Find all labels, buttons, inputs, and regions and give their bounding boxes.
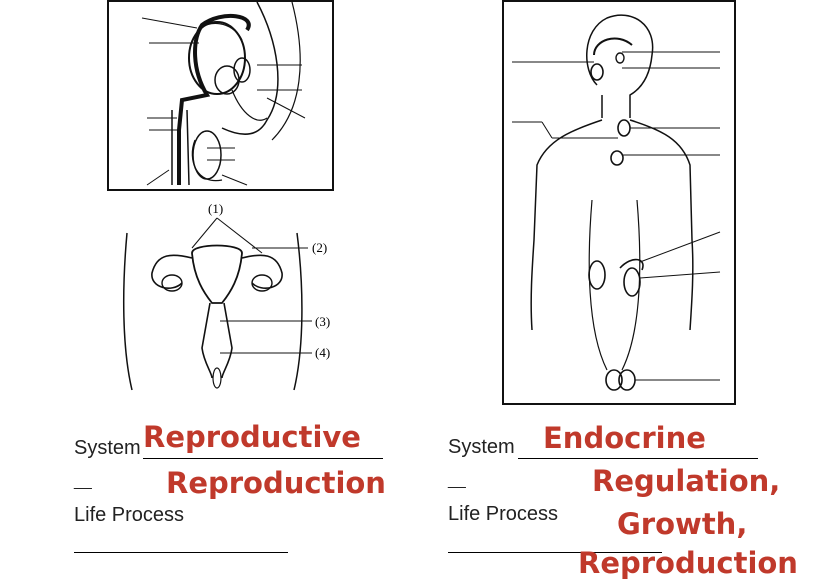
right-process-line bbox=[448, 552, 662, 553]
left-system-line bbox=[143, 458, 383, 459]
left-dash: __ bbox=[74, 473, 92, 490]
female-label-4: (4) bbox=[315, 345, 331, 360]
left-system-label: System bbox=[74, 437, 141, 459]
right-process-answer-3: Reproduction bbox=[578, 546, 798, 580]
left-process-label: Life Process bbox=[74, 504, 185, 526]
endocrine-diagram bbox=[502, 0, 737, 406]
female-label-3: (3) bbox=[315, 314, 331, 329]
right-dash: __ bbox=[448, 472, 466, 489]
left-process-answer: Reproduction bbox=[166, 466, 386, 500]
male-reproductive-diagram bbox=[107, 0, 335, 192]
female-label-2: (2) bbox=[312, 240, 328, 255]
right-process-label: Life Process bbox=[448, 503, 559, 525]
right-system-label: System bbox=[448, 436, 515, 458]
right-system-answer: Endocrine bbox=[543, 421, 706, 455]
female-reproductive-diagram: (1) (2) (3) (4) bbox=[112, 198, 344, 394]
right-process-answer-2: Growth, bbox=[617, 507, 748, 541]
right-process-answer-1: Regulation, bbox=[592, 464, 781, 498]
left-system-answer: Reproductive bbox=[143, 420, 361, 454]
female-label-1: (1) bbox=[208, 201, 224, 216]
left-process-line bbox=[74, 552, 288, 553]
right-system-line bbox=[518, 458, 758, 459]
